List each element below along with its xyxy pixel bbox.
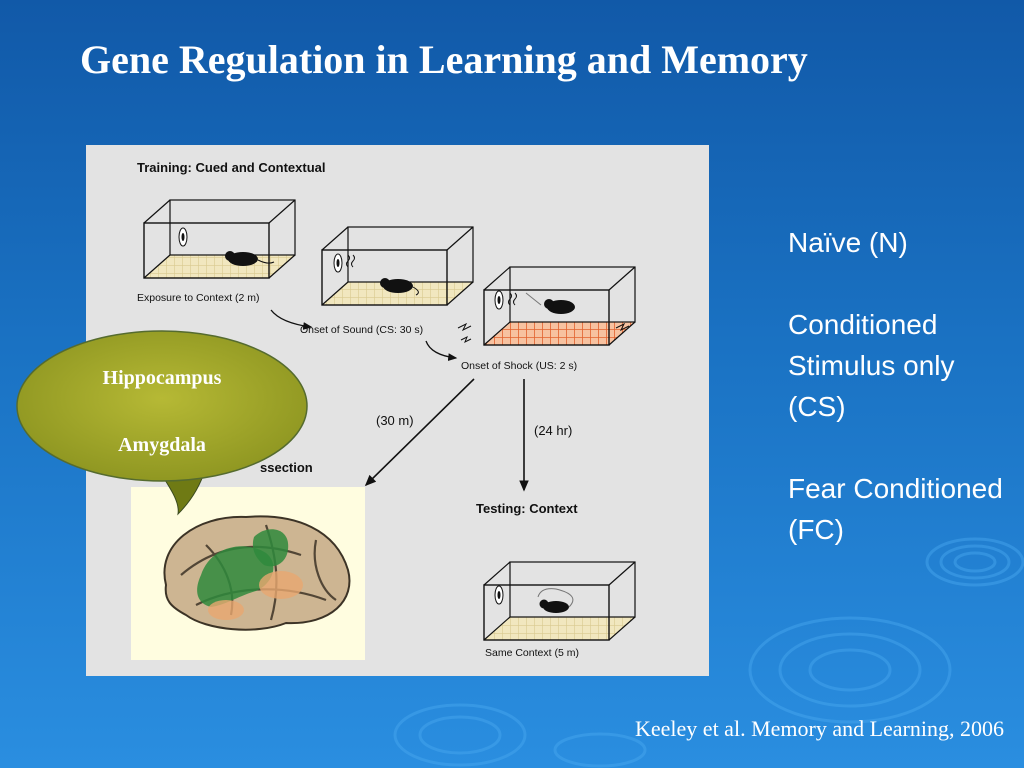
figure-drawing: Training: Cued and Contextual Exposure t… (131, 160, 636, 660)
groups-list: Naïve (N) Conditioned Stimulus only (CS)… (788, 222, 1018, 550)
hippocampus-label: Hippocampus (102, 367, 222, 389)
flow-arrow (425, 340, 458, 361)
chamber-shock (457, 266, 636, 346)
testing-label: Same Context (5 m) (485, 647, 579, 659)
step2-label: Onset of Sound (CS: 30 s) (300, 324, 423, 336)
delay-30m-label: (30 m) (376, 413, 414, 428)
brain-image (131, 487, 365, 660)
testing-title: Testing: Context (476, 501, 578, 516)
step3-label: Onset of Shock (US: 2 s) (461, 360, 577, 372)
step1-label: Exposure to Context (2 m) (137, 292, 260, 304)
slide-title: Gene Regulation in Learning and Memory (80, 37, 808, 82)
arrow-to-dissection (364, 378, 475, 487)
delay-24hr-label: (24 hr) (534, 423, 572, 438)
mouse-icon (537, 588, 574, 613)
group-fear-conditioned: Fear Conditioned (FC) (788, 473, 1003, 545)
flow-arrow (270, 309, 313, 330)
amygdala-label: Amygdala (118, 434, 206, 456)
group-conditioned-stimulus: Conditioned Stimulus only (CS) (788, 309, 955, 422)
citation: Keeley et al. Memory and Learning, 2006 (635, 716, 1004, 741)
training-title: Training: Cued and Contextual (137, 160, 326, 175)
dissection-label: ssection (260, 460, 313, 475)
chamber-sound (321, 226, 474, 306)
mouse-icon (525, 292, 575, 314)
mouse-icon (225, 251, 275, 266)
chamber-testing (483, 561, 636, 641)
group-naive: Naïve (N) (788, 227, 908, 258)
mouse-icon (380, 278, 419, 296)
